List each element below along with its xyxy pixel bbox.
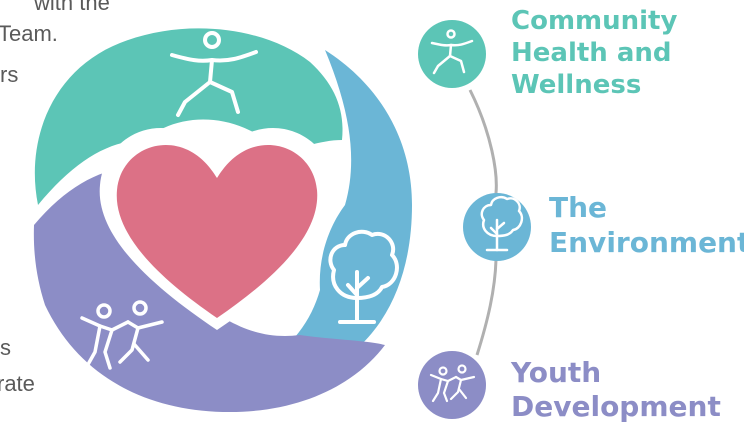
community-node-yoga-icon xyxy=(430,29,474,75)
youth-node xyxy=(418,351,486,419)
environment-node-tree-icon xyxy=(480,196,524,252)
label-environment-line-1: The xyxy=(549,191,608,224)
label-the-environment: The Environment xyxy=(549,190,744,260)
background-text-line-3: rs xyxy=(0,62,19,87)
label-community-line-2: Health and xyxy=(511,38,672,68)
label-youth-development: Youth Development xyxy=(511,356,721,424)
youth-figures-icon xyxy=(80,300,164,370)
background-text-line-1: with the xyxy=(34,0,110,15)
background-text-line-4: s xyxy=(0,335,11,360)
environment-node xyxy=(463,193,531,261)
teal-segment xyxy=(34,28,343,206)
blue-segment xyxy=(230,50,412,384)
yoga-person-icon xyxy=(170,31,258,117)
label-community-line-1: Community xyxy=(511,6,678,36)
community-node xyxy=(418,20,486,88)
label-community-health-wellness: Community Health and Wellness xyxy=(511,5,677,101)
connector-line xyxy=(468,89,498,356)
youth-node-figures-icon xyxy=(429,364,476,403)
heart-shape xyxy=(116,144,318,318)
background-text-line-2: Team. xyxy=(0,21,58,46)
label-community-line-3: Wellness xyxy=(511,70,642,100)
label-youth-line-2: Development xyxy=(511,390,721,423)
background-text-line-5: rate xyxy=(0,371,35,396)
label-youth-line-1: Youth xyxy=(511,356,602,389)
label-environment-line-2: Environment xyxy=(549,226,744,259)
tree-icon xyxy=(328,229,399,324)
